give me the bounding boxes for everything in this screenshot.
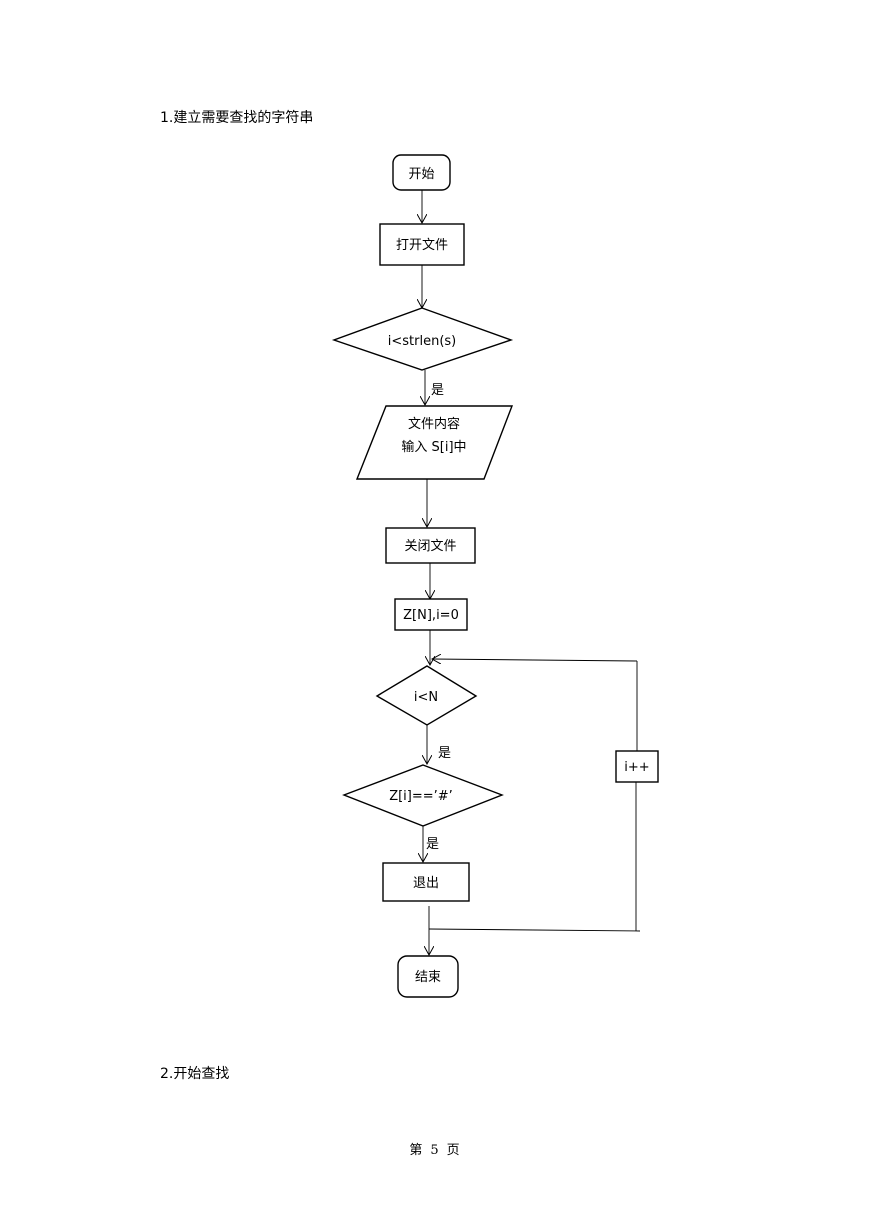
input-label-line2: 输入 S[i]中 [401,439,466,455]
condition-n-diamond [375,665,478,726]
loop-return-line [428,928,641,932]
end-terminal [397,955,459,998]
condition-hash-label: Z[i]==’#’ [389,789,453,804]
condition-n-label: i<N [414,690,438,705]
section-2-title: 2.开始查找 [160,1066,230,1082]
exit-label: 退出 [413,876,439,891]
loop-condition-label: i<strlen(s) [388,334,457,349]
init-label: Z[N],i=0 [403,608,459,623]
open-file-label: 打开文件 [396,238,448,253]
init-box [394,598,468,631]
arrow-loop-to-condition-n [432,659,638,661]
end-label: 结束 [415,970,441,985]
yes-label-3: 是 [426,837,439,852]
condition-hash-diamond [342,764,504,827]
increment-label: i++ [624,760,649,775]
exit-box [382,862,470,902]
input-label-line1: 文件内容 [408,416,460,432]
footer-page-number: 5 [430,1143,439,1158]
start-label: 开始 [408,167,434,182]
loop-condition-diamond [331,307,514,371]
input-parallelogram [355,405,514,480]
footer-prefix: 第 [409,1143,423,1158]
footer-suffix: 页 [446,1143,460,1158]
start-terminal [392,154,451,191]
close-file-label: 关闭文件 [404,539,456,554]
open-file-box [379,223,465,266]
increment-box [615,750,659,783]
yes-label-2: 是 [438,746,451,761]
section-1-title: 1.建立需要查找的字符串 [160,110,314,126]
yes-label-1: 是 [431,383,444,398]
close-file-box [385,527,476,564]
